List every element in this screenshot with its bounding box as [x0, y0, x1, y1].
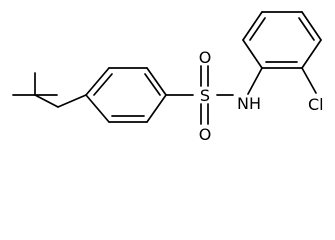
chlorine-label: Cl — [308, 95, 324, 114]
sulfonyl-group: S O O — [165, 48, 234, 144]
bond — [146, 67, 167, 96]
oxygen-bottom-label: O — [199, 125, 212, 144]
benzene-ring-left — [85, 67, 167, 123]
bond — [57, 94, 87, 108]
chlorophenyl-group: NH Cl — [237, 11, 324, 114]
tert-butyl-group — [12, 72, 87, 108]
bond — [242, 39, 263, 69]
inner-double-bond — [93, 73, 113, 96]
bond — [301, 11, 322, 41]
nitrogen-label: NH — [237, 94, 261, 113]
bond — [146, 94, 167, 123]
bond — [85, 67, 110, 96]
bond — [242, 11, 263, 41]
structural-formula: S O O NH Cl — [12, 11, 324, 144]
bond — [85, 94, 110, 123]
inner-double-bond — [298, 17, 315, 41]
bond — [301, 67, 317, 94]
bond — [34, 94, 59, 108]
inner-double-bond — [249, 17, 266, 41]
bond — [247, 67, 263, 95]
oxygen-top-label: O — [199, 48, 212, 67]
sulfur-label: S — [200, 86, 210, 105]
bond — [301, 39, 322, 69]
inner-double-bond — [144, 73, 161, 96]
